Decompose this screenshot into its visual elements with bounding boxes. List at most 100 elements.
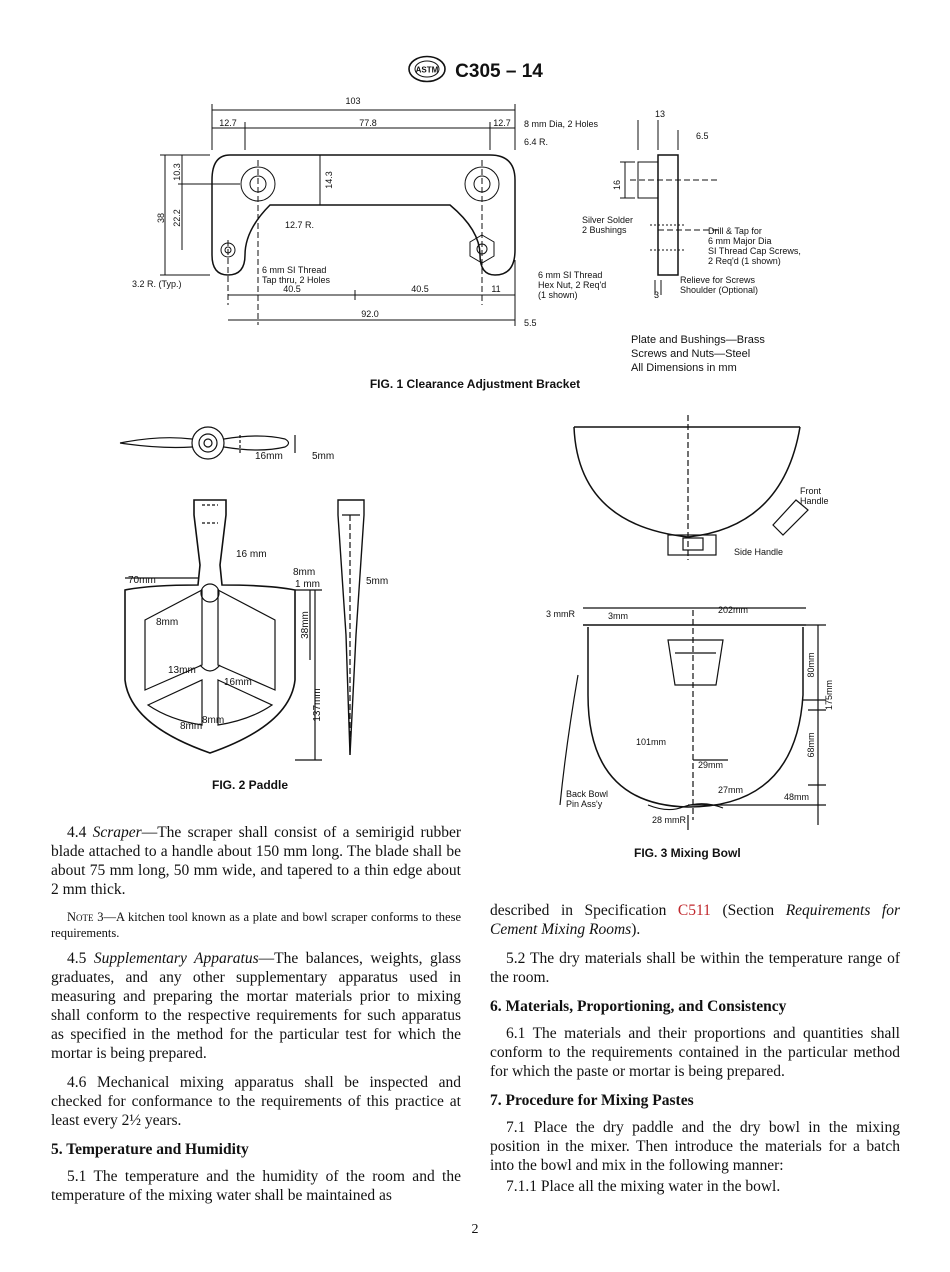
dim-77-8: 77.8 (359, 118, 377, 128)
p-1mm: 1 mm (295, 579, 320, 590)
text: described in Specification (490, 902, 678, 919)
b-202mm: 202mm (718, 605, 748, 615)
para-7-1: 7.1 Place the dry paddle and the dry bow… (490, 1119, 900, 1174)
para-5-1-cont: described in Specification C511 (Section… (490, 901, 900, 939)
b-175mm: 175mm (824, 680, 834, 710)
section-7-heading: 7. Procedure for Mixing Pastes (490, 1092, 694, 1109)
fig1-caption: FIG. 1 Clearance Adjustment Bracket (369, 377, 581, 391)
fig2-paddle-drawing: 16mm 5mm 16 mm 70mm 8mm 8mm 1 mm 38mm 13… (119, 426, 388, 761)
dim-14-3: 14.3 (324, 171, 334, 189)
note-label: Note 3 (67, 910, 104, 924)
dim-6-5: 6.5 (696, 131, 709, 141)
label-relieve-1: Relieve for Screws (680, 275, 756, 285)
page-number: 2 (471, 1222, 479, 1237)
b-3mm: 3mm (608, 611, 628, 621)
dim-13: 13 (655, 109, 665, 119)
para-number: 4.5 (67, 950, 87, 967)
label-tap-1: 6 mm SI Thread (262, 265, 326, 275)
text: (Section (710, 902, 786, 919)
p-8mm-a: 8mm (156, 617, 178, 628)
para-4-4: 4.4 Scraper—The scraper shall consist of… (51, 823, 461, 899)
para-4-6: 4.6 Mechanical mixing apparatus shall be… (51, 1074, 461, 1129)
material-note: Plate and Bushings—Brass (631, 334, 765, 346)
note-text: —A kitchen tool known as a plate and bow… (51, 910, 461, 940)
label-nut-3: (1 shown) (538, 290, 578, 300)
page-header: ASTM C305 – 14 (0, 55, 950, 88)
p-70mm: 70mm (128, 575, 156, 586)
label-relieve-2: Shoulder (Optional) (680, 285, 758, 295)
text: ). (631, 921, 641, 938)
label-holes-2: 6.4 R. (524, 137, 548, 147)
svg-text:ASTM: ASTM (416, 66, 439, 75)
standard-link[interactable]: C511 (677, 902, 711, 919)
label-drill-4: 2 Req'd (1 shown) (708, 256, 781, 266)
dim-40-5-a: 40.5 (283, 284, 301, 294)
b-29mm: 29mm (698, 760, 723, 770)
text: Requirements for Cement Mixing Rooms (490, 902, 901, 938)
dim-3-2-r: 3.2 R. (Typ.) (132, 279, 182, 289)
label-holes-1: 8 mm Dia, 2 Holes (524, 119, 599, 129)
dim-92: 92.0 (361, 309, 379, 319)
para-term: Scraper (92, 824, 142, 841)
b-side-handle: Side Handle (734, 547, 783, 557)
para-7-1-1: 7.1.1 Place all the mixing water in the … (506, 1178, 781, 1195)
dim-10-3: 10.3 (172, 163, 182, 181)
dim-3: 3 (654, 290, 659, 300)
b-101mm: 101mm (636, 737, 666, 747)
fig3-bowl-drawing: Front Handle Side Handle 3 mmR 3mm 202mm… (546, 415, 834, 830)
dim-40-5-b: 40.5 (411, 284, 429, 294)
b-27mm: 27mm (718, 785, 743, 795)
b-pin-1: Back Bowl (566, 789, 608, 799)
label-tap-2: Tap thru, 2 Holes (262, 275, 331, 285)
dim-11: 11 (491, 284, 500, 294)
b-3mmr: 3 mmR (546, 609, 576, 619)
dim-22-2: 22.2 (172, 209, 182, 227)
note-3: Note 3—A kitchen tool known as a plate a… (51, 909, 461, 941)
para-text: —The scraper shall consist of a semirigi… (51, 824, 462, 898)
p-top-16: 16mm (255, 451, 283, 462)
b-28mmr: 28 mmR (652, 815, 687, 825)
document-designation: C305 – 14 (455, 60, 543, 82)
dim-12-7-r: 12.7 R. (285, 220, 314, 230)
p-8mm-b: 8mm (293, 567, 315, 578)
p-16mm-b: 16mm (224, 677, 252, 688)
p-38mm: 38mm (300, 611, 311, 639)
fig1-material-notes: Plate and Bushings—Brass Screws and Nuts… (631, 333, 765, 375)
b-front-1: Front (800, 486, 822, 496)
p-top-5: 5mm (312, 451, 334, 462)
p-5mm: 5mm (366, 576, 388, 587)
para-text: —The balances, weights, glass graduates,… (51, 950, 461, 1062)
dim-12-7-left: 12.7 (219, 118, 237, 128)
left-column: 4.4 Scraper—The scraper shall consist of… (51, 823, 461, 1215)
para-4-5: 4.5 Supplementary Apparatus—The balances… (51, 949, 461, 1063)
p-8mm-c: 8mm (180, 721, 202, 732)
p-137mm: 137mm (312, 688, 323, 721)
b-68mm: 68mm (806, 732, 816, 757)
p-8mm-d: 8mm (202, 715, 224, 726)
dim-5-5: 5.5 (524, 318, 537, 328)
b-front-2: Handle (800, 496, 829, 506)
material-note: All Dimensions in mm (631, 362, 737, 374)
para-6-1: 6.1 The materials and their proportions … (490, 1025, 900, 1080)
p-13mm: 13mm (168, 665, 196, 676)
label-nut-1: 6 mm SI Thread (538, 270, 602, 280)
para-number: 4.4 (67, 824, 87, 841)
dim-12-7-right: 12.7 (493, 118, 511, 128)
section-6-heading: 6. Materials, Proportioning, and Consist… (490, 998, 787, 1015)
label-drill-2: 6 mm Major Dia (708, 236, 772, 246)
label-nut-2: Hex Nut, 2 Req'd (538, 280, 606, 290)
b-80mm: 80mm (806, 652, 816, 677)
fig1-bracket-drawing: 103 12.7 77.8 12.7 38 10.3 22.2 14.3 12.… (132, 96, 801, 328)
fig3-caption: FIG. 3 Mixing Bowl (634, 846, 741, 860)
label-drill-1: Drill & Tap for (708, 226, 762, 236)
dim-16: 16 (612, 180, 622, 190)
material-note: Screws and Nuts—Steel (631, 348, 751, 360)
section-5-heading: 5. Temperature and Humidity (51, 1141, 249, 1158)
right-column: described in Specification C511 (Section… (490, 901, 900, 1206)
label-solder-1: Silver Solder (582, 215, 633, 225)
para-5-2: 5.2 The dry materials shall be within th… (490, 950, 900, 986)
para-term: Supplementary Apparatus (93, 950, 259, 967)
p-16mm: 16 mm (236, 549, 267, 560)
label-solder-2: 2 Bushings (582, 225, 627, 235)
dim-103: 103 (345, 96, 360, 106)
